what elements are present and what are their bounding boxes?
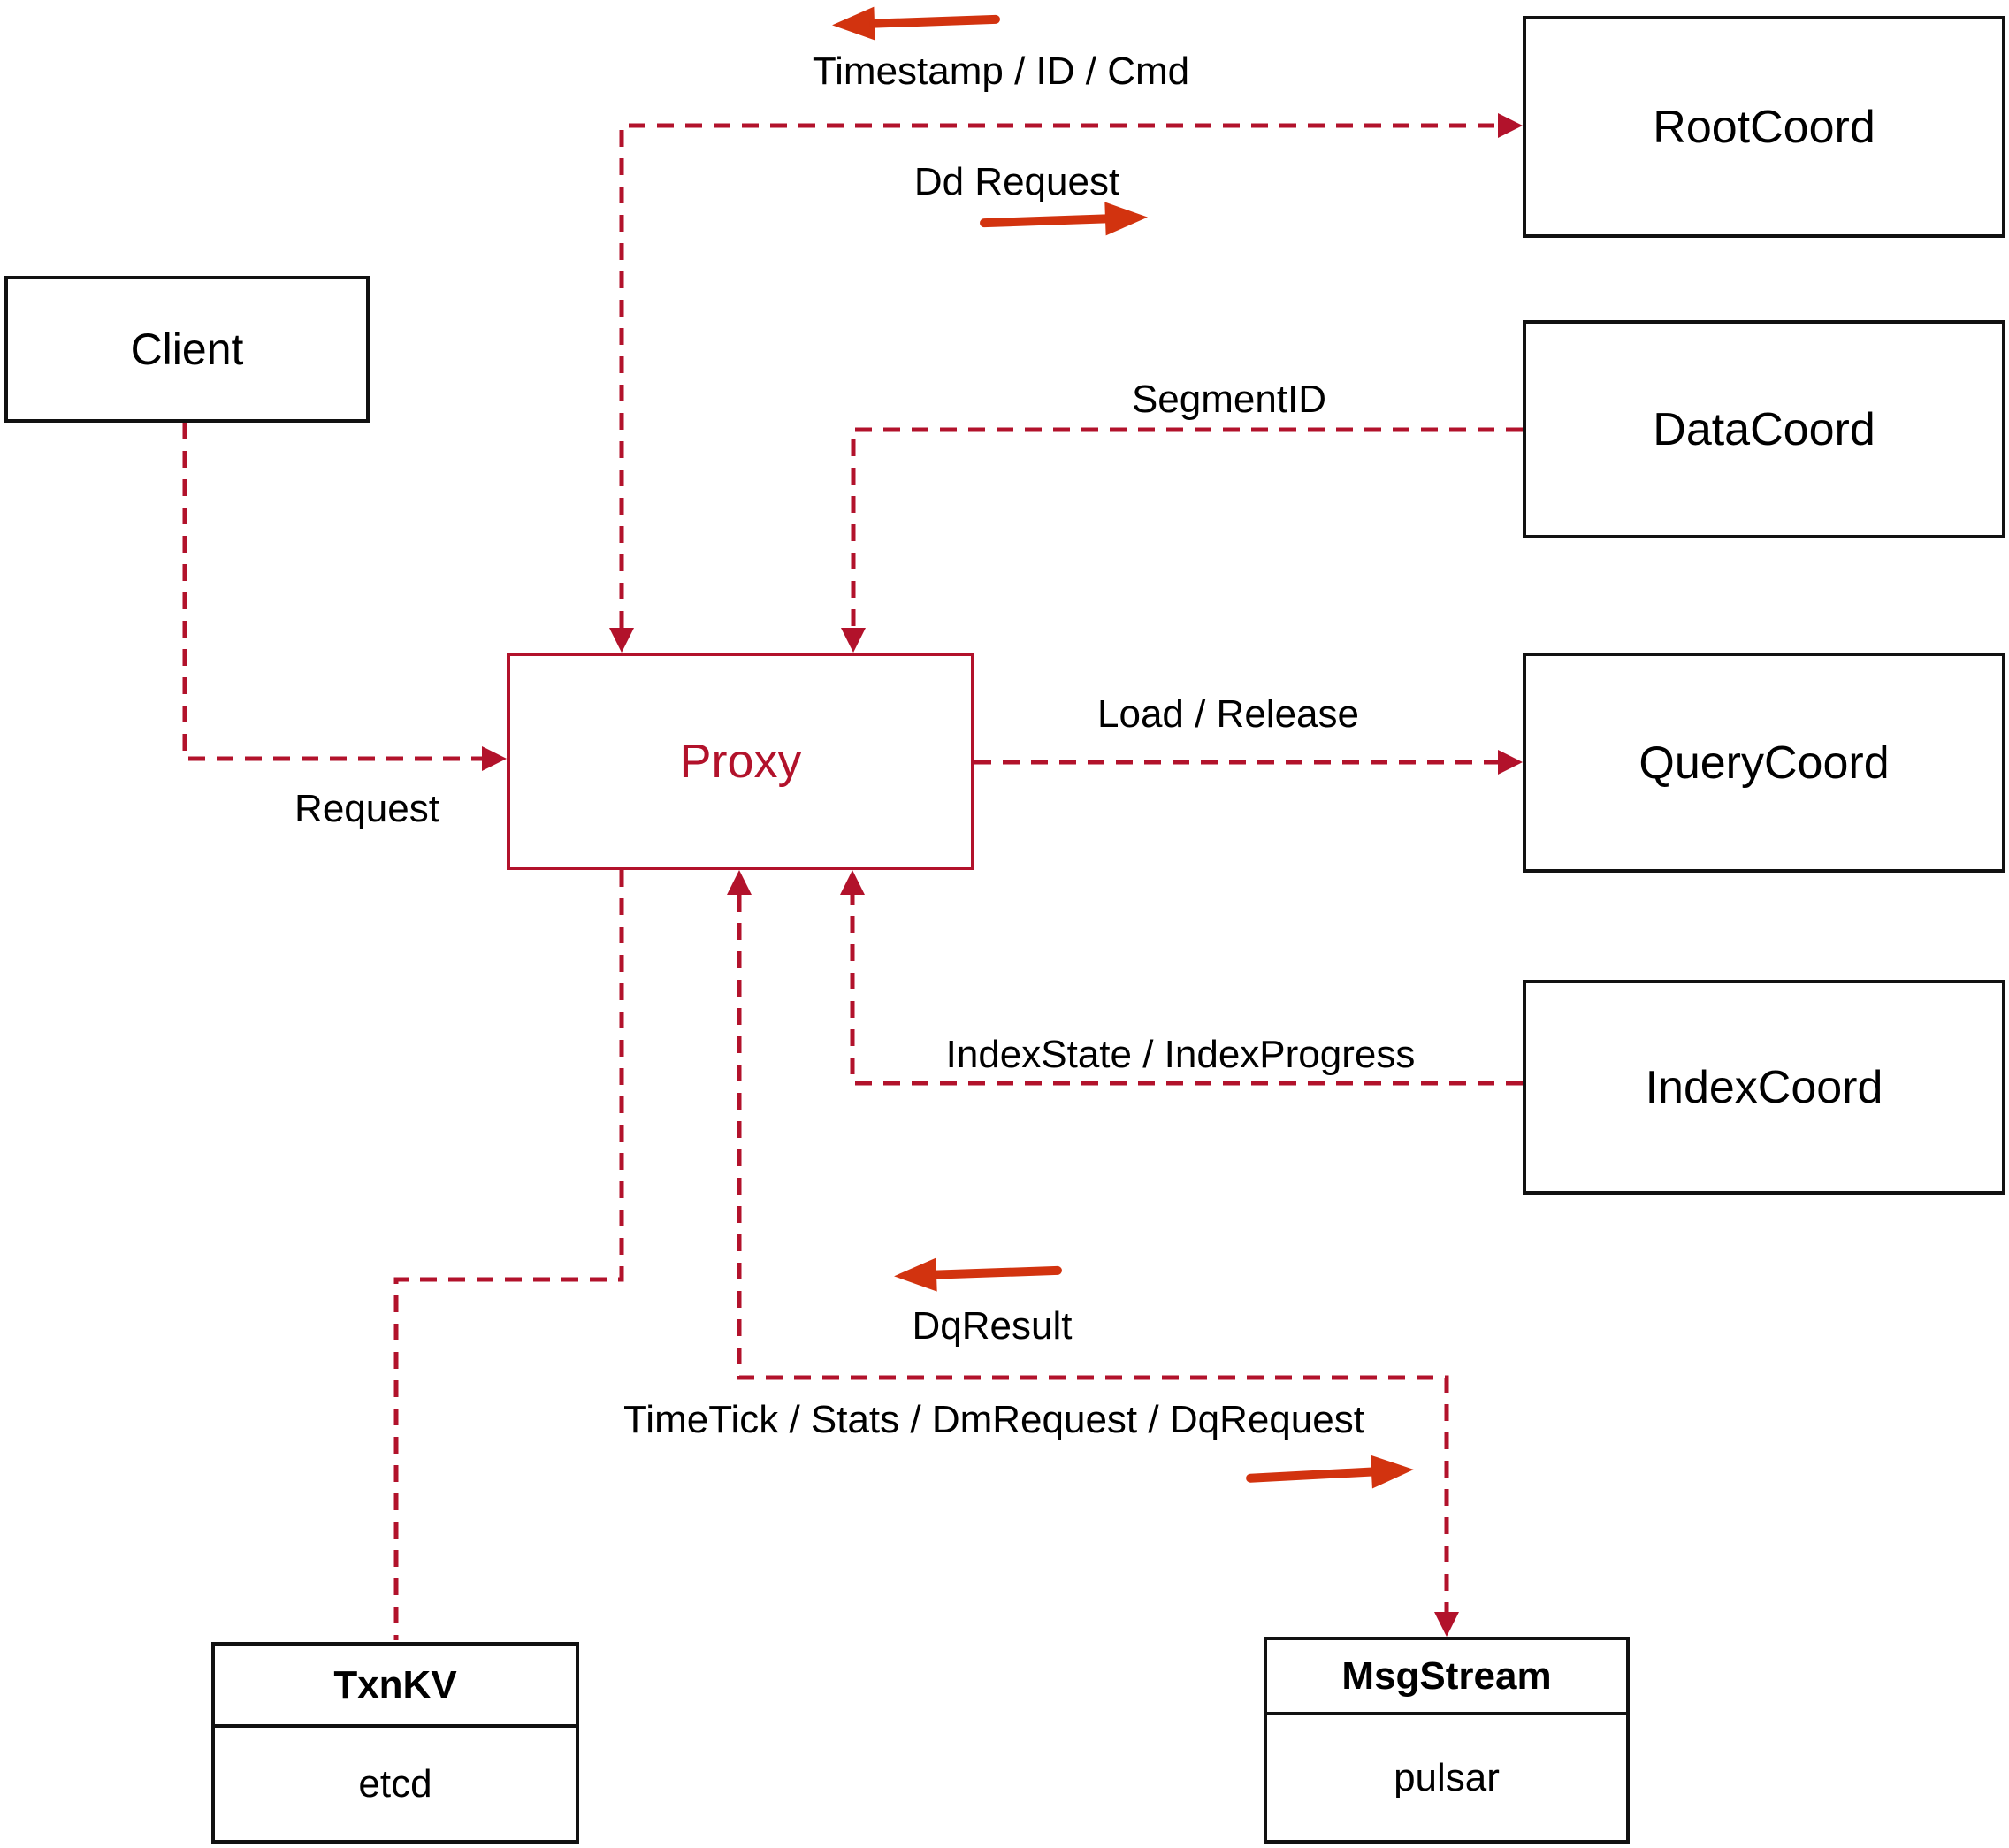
msgstream-store: MsgStream pulsar [1264, 1637, 1630, 1844]
arrowhead-into-msgstream-icon [1434, 1612, 1459, 1637]
load-release-edge-label: Load / Release [1097, 692, 1359, 736]
client-label: Client [130, 325, 244, 374]
arrow-right-tip-icon [1370, 1453, 1415, 1489]
txnkv-store: TxnKV etcd [211, 1642, 579, 1844]
msgstream-title: MsgStream [1267, 1640, 1626, 1715]
datacoord-label: DataCoord [1653, 403, 1875, 455]
time-tick-edge-label: TimeTick / Stats / DmRequest / DqRequest [623, 1398, 1364, 1441]
edge-proxy-to-txnkv [393, 870, 624, 1640]
edge-client-to-proxy [182, 423, 493, 761]
indexcoord-node: IndexCoord [1523, 980, 2005, 1195]
arrowhead-into-proxy-bottom-left-icon [727, 870, 752, 895]
txnkv-title: TxnKV [215, 1646, 576, 1728]
dq-result-return-arrow-icon [893, 1254, 1063, 1294]
msgstream-impl: pulsar [1394, 1755, 1500, 1799]
indexcoord-label: IndexCoord [1645, 1061, 1883, 1113]
request-edge-label: Request [294, 787, 439, 830]
arrowhead-into-proxy-top-left-icon [609, 628, 634, 653]
querycoord-node: QueryCoord [1523, 653, 2005, 873]
arrowhead-into-proxy-top-right-icon [841, 628, 866, 653]
edge-indexcoord-to-proxy [850, 895, 1523, 1086]
rootcoord-node: RootCoord [1523, 16, 2005, 238]
proxy-node: Proxy [507, 653, 974, 870]
proxy-label: Proxy [679, 735, 802, 788]
edge-proxy-to-msgstream [737, 895, 1449, 1624]
segment-id-edge-label: SegmentID [1131, 378, 1327, 421]
dd-request-arrow-icon [979, 200, 1149, 241]
index-state-edge-label: IndexState / IndexProgress [945, 1033, 1416, 1076]
arrowhead-into-rootcoord-icon [1498, 113, 1523, 138]
timestamp-edge-label: Timestamp / ID / Cmd [812, 50, 1190, 93]
arrow-right-tip-icon [1104, 200, 1149, 236]
rootcoord-label: RootCoord [1653, 101, 1875, 153]
arrowhead-into-proxy-left-icon [482, 746, 507, 771]
arrowhead-into-querycoord-icon [1498, 750, 1523, 775]
client-node: Client [4, 276, 370, 423]
arrowhead-into-proxy-bottom-right-icon [840, 870, 865, 895]
querycoord-label: QueryCoord [1639, 737, 1890, 789]
txnkv-impl: etcd [358, 1761, 432, 1806]
dd-request-edge-label: Dd Request [913, 160, 1120, 203]
edge-datacoord-to-proxy [851, 427, 1523, 628]
datacoord-node: DataCoord [1523, 320, 2005, 538]
timestamp-response-arrow-icon [831, 3, 1001, 42]
dq-result-edge-label: DqResult [912, 1304, 1073, 1348]
